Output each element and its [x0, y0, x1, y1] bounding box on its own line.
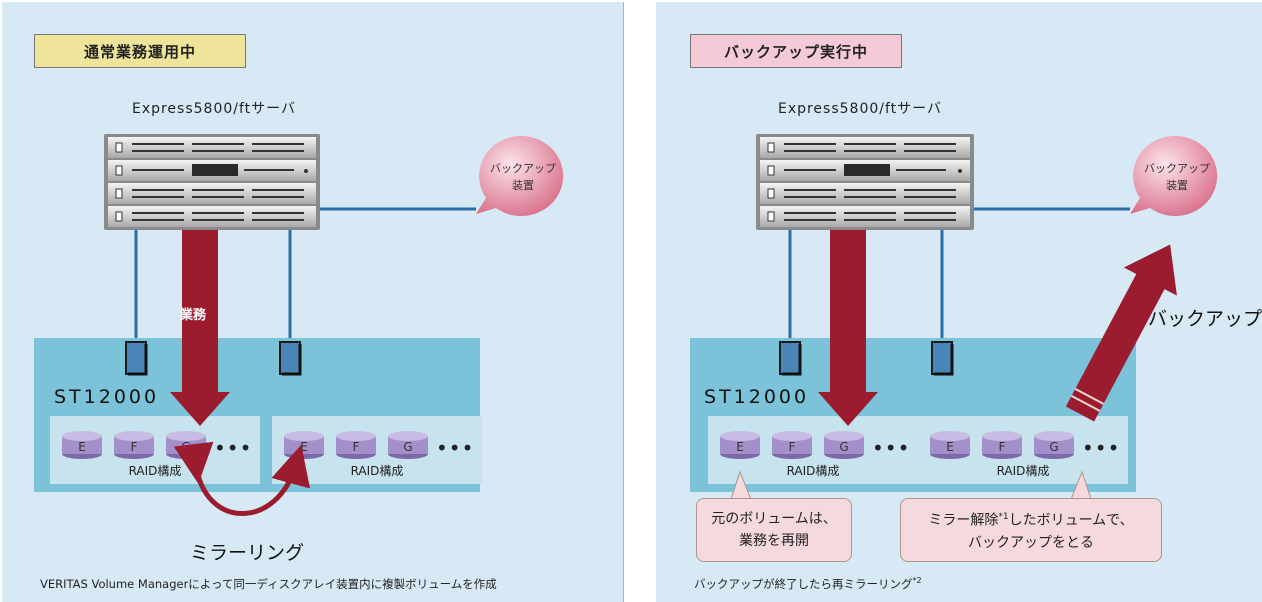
panel-normal-operation: 通常業務運用中 Express5800/ftサーバ — [2, 2, 624, 602]
panel-backup-running: バックアップ実行中 Express5800/ftサーバ — [656, 2, 1262, 602]
disk-icon: E — [718, 430, 762, 460]
port-icon — [931, 341, 954, 376]
backup-arrow-icon — [1065, 244, 1177, 422]
storage-label: ST12000 — [54, 386, 160, 408]
disk-icon: G — [822, 430, 866, 460]
callout-line-1: ミラー解除*1したボリュームで、 — [928, 512, 1134, 529]
server-label: Express5800/ftサーバ — [131, 101, 297, 117]
disk-icon: F — [770, 430, 814, 460]
more-disks-indicator: ••• — [872, 436, 911, 460]
business-arrow-icon — [170, 230, 230, 426]
connection-lines — [788, 207, 1130, 340]
panel-title: バックアップ実行中 — [690, 34, 902, 68]
disk-icon: E — [928, 430, 972, 460]
port-icon — [779, 341, 802, 376]
backup-device-icon — [476, 135, 564, 216]
disk-icon: G — [1032, 430, 1076, 460]
backup-device-label: バックアップ 装置 — [1144, 162, 1210, 192]
raid-label: RAID構成 — [350, 464, 404, 478]
server-label: Express5800/ftサーバ — [777, 101, 943, 117]
raid-group: E F G ••• RAID構成 — [918, 416, 1128, 484]
business-arrow-label: 業務 — [180, 308, 207, 323]
disk-icon: F — [334, 430, 378, 460]
mirroring-arrow-icon — [173, 441, 311, 516]
disk-icon: G — [386, 430, 430, 460]
mirroring-label: ミラーリング — [190, 542, 305, 564]
port-icon — [279, 341, 302, 376]
raid-label: RAID構成 — [786, 464, 840, 478]
backup-arrow-label: バックアップ — [1148, 308, 1262, 330]
disk-icon: F — [112, 430, 156, 460]
raid-group: E F G ••• RAID構成 — [708, 416, 918, 484]
disk-icon: E — [60, 430, 104, 460]
connection-lines — [134, 207, 476, 340]
footnote: VERITAS Volume Managerによって同一ディスクアレイ装置内に複… — [40, 577, 497, 591]
callout-resume-operation: 元のボリュームは、 業務を再開 — [696, 498, 852, 562]
port-icon — [125, 341, 148, 376]
raid-label: RAID構成 — [128, 464, 182, 478]
footnote: バックアップが終了したら再ミラーリング*2 — [694, 576, 922, 591]
server-rack-icon — [756, 134, 974, 230]
server-rack-icon — [104, 134, 320, 230]
storage-array: ST12000 E F G ••• RAID構成 E — [690, 338, 1136, 492]
disk-icon: F — [980, 430, 1024, 460]
business-arrow-icon — [818, 230, 878, 426]
backup-device-label: バックアップ 装置 — [490, 162, 556, 192]
callout-take-backup: ミラー解除*1したボリュームで、 バックアップをとる — [900, 498, 1162, 562]
raid-label: RAID構成 — [996, 464, 1050, 478]
more-disks-indicator: ••• — [1082, 436, 1121, 460]
storage-label: ST12000 — [704, 386, 810, 408]
panel-title: 通常業務運用中 — [34, 34, 246, 68]
more-disks-indicator: ••• — [436, 436, 475, 460]
backup-device-icon — [1130, 135, 1218, 216]
